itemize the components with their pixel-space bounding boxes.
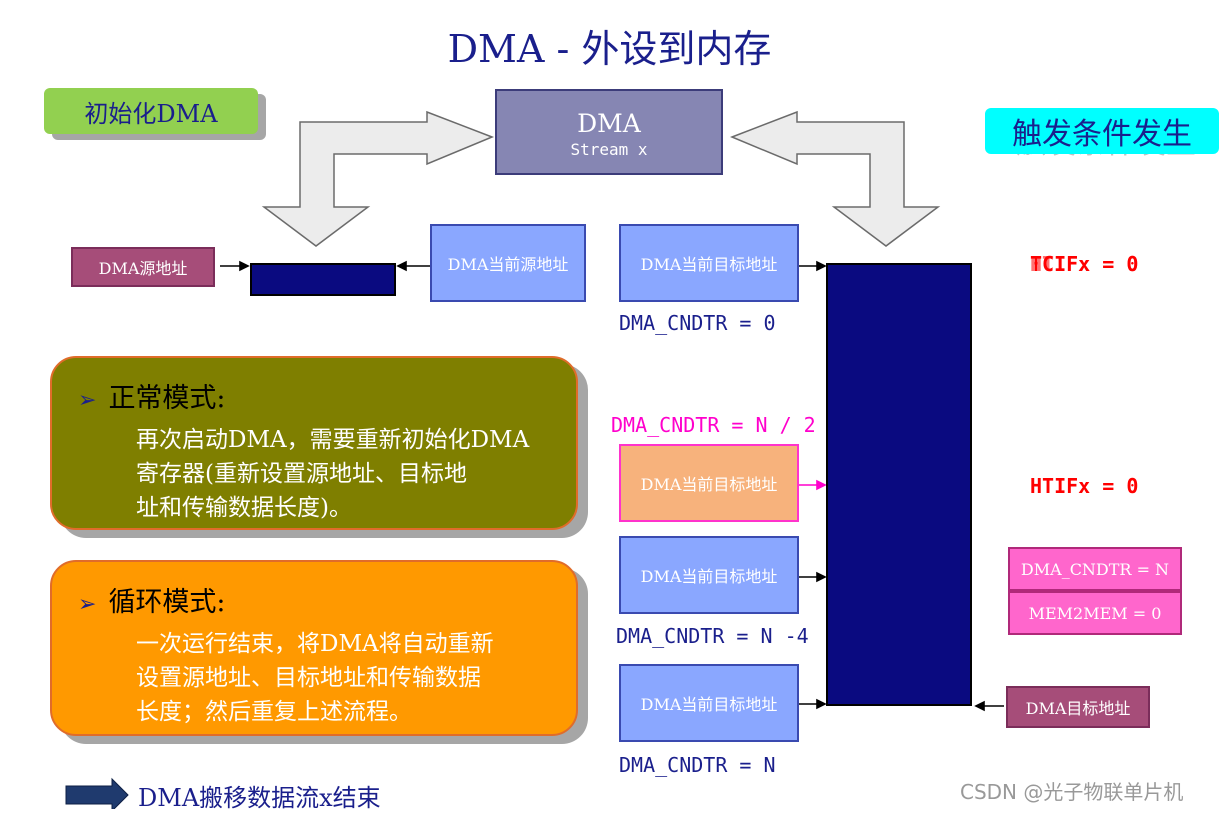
footer-caption: DMA搬移数据流x结束 (138, 784, 381, 812)
memory-buffer-column (826, 263, 972, 706)
watermark: CSDN @光子物联单片机 (960, 780, 1184, 804)
cndtr-label-3: DMA_CNDTR = N -4 (616, 624, 809, 648)
circular-mode-text: 一次运行结束，将DMA将自动重新 设置源地址、目标地址和传输数据 长度；然后重复… (136, 627, 556, 729)
normal-mode-panel: ➢ 正常模式: 再次启动DMA，需要重新初始化DMA 寄存器(重新设置源地址、目标… (50, 356, 578, 530)
circular-mode-header: ➢ 循环模式: (78, 580, 576, 619)
dma-current-target-box-4: DMA当前目标地址 (619, 664, 799, 742)
cndtr-label-2: DMA_CNDTR = N / 2 (611, 413, 816, 437)
mem2mem-box: MEM2MEM = 0 (1008, 591, 1182, 635)
bullet-arrow-icon: ➢ (78, 592, 97, 617)
htifx-flag: HTIFx = 0 (1030, 474, 1139, 498)
circular-mode-line: 设置源地址、目标地址和传输数据 (136, 665, 481, 691)
dma-stream-block: DMA Stream x (495, 89, 723, 175)
normal-mode-line: 再次启动DMA，需要重新初始化DMA (136, 427, 530, 453)
dma-current-source-address-box: DMA当前源地址 (430, 224, 586, 302)
dma-current-target-box-2: DMA当前目标地址 (619, 444, 799, 522)
right-flow-arrow (729, 110, 941, 247)
bullet-arrow-icon: ➢ (78, 388, 97, 413)
page-title: DMA - 外设到内存 (447, 27, 772, 71)
dma-block-subtitle: Stream x (570, 140, 648, 159)
dma-target-address-box: DMA目标地址 (1006, 686, 1150, 728)
normal-mode-line: 址和传输数据长度)。 (136, 495, 352, 521)
circular-mode-panel: ➢ 循环模式: 一次运行结束，将DMA将自动重新 设置源地址、目标地址和传输数据 … (50, 560, 578, 736)
dma-current-target-box-3: DMA当前目标地址 (619, 536, 799, 614)
cndtr-n-box: DMA_CNDTR = N (1008, 547, 1182, 591)
normal-mode-title: 正常模式: (108, 383, 226, 414)
source-data-cell (250, 263, 396, 296)
cndtr-label-4: DMA_CNDTR = N (619, 753, 776, 777)
circular-mode-line: 一次运行结束，将DMA将自动重新 (136, 631, 494, 657)
cndtr-label-1: DMA_CNDTR = 0 (619, 311, 776, 335)
dma-block-title: DMA (577, 109, 641, 138)
dma-source-address-box: DMA源地址 (71, 247, 215, 287)
init-dma-tag: 初始化DMA (44, 88, 258, 134)
trigger-tag: 触发条件发生 (985, 108, 1219, 154)
normal-mode-line: 寄存器(重新设置源地址、目标地 (136, 461, 467, 487)
tcifx-flag: TCIFx = 0 (1030, 252, 1139, 276)
circular-mode-line: 长度；然后重复上述流程。 (136, 699, 412, 725)
htifx-overlay-flag: HTIFx = 0 (1030, 252, 1139, 276)
footer-arrow-icon (65, 777, 129, 809)
left-flow-arrow (261, 110, 495, 247)
dma-current-target-box-1: DMA当前目标地址 (619, 224, 799, 302)
normal-mode-header: ➢ 正常模式: (78, 376, 576, 415)
circular-mode-title: 循环模式: (108, 587, 226, 618)
normal-mode-text: 再次启动DMA，需要重新初始化DMA 寄存器(重新设置源地址、目标地 址和传输数… (136, 423, 556, 525)
